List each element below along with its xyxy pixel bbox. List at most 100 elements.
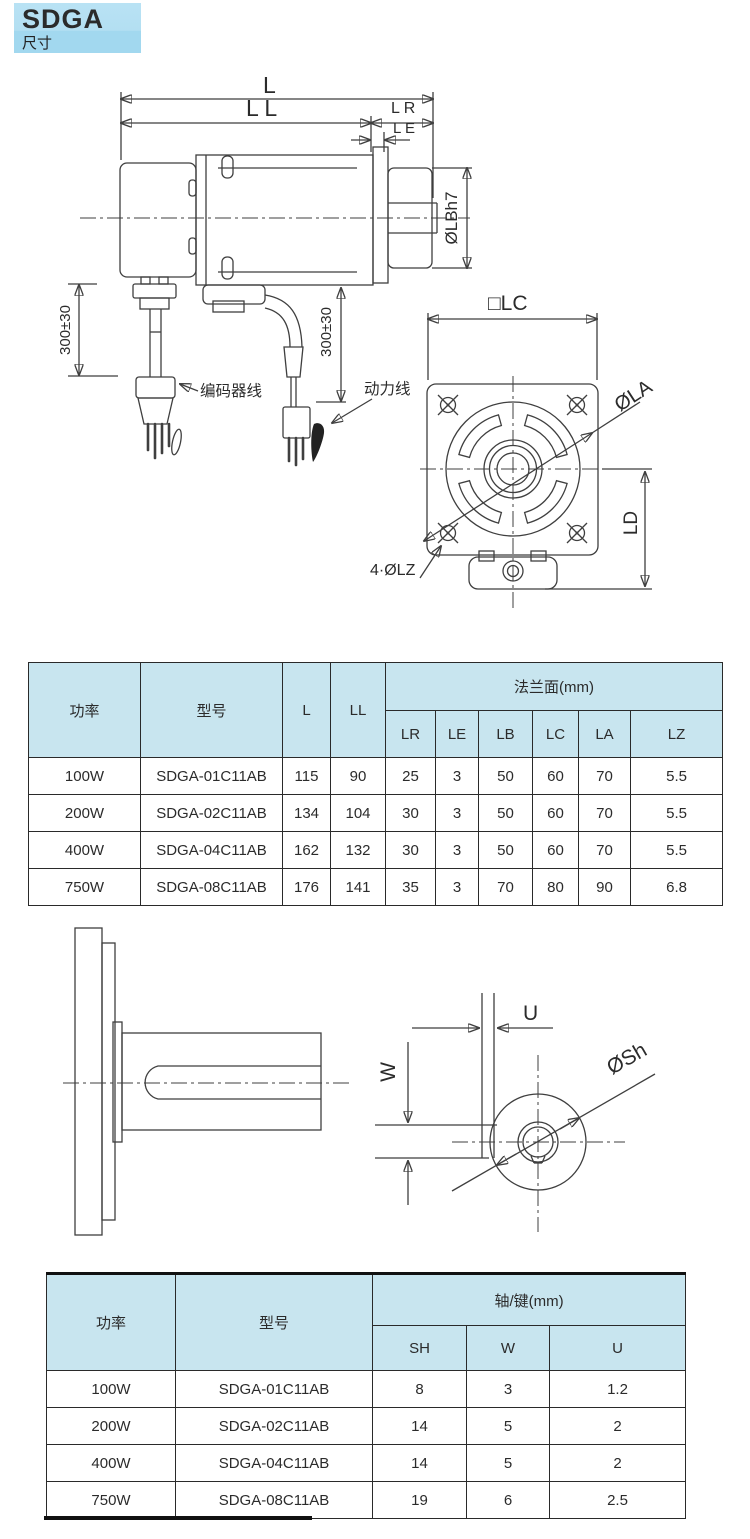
cell-power: 200W [46, 1407, 176, 1445]
page-subtitle: 尺寸 [22, 35, 53, 52]
cell-LR: 25 [385, 757, 436, 795]
dim-LB-label: ØLBh7 [442, 192, 461, 245]
cell-model: SDGA-02C11AB [140, 794, 283, 832]
dim-W-label: W [377, 1062, 400, 1082]
cell-model: SDGA-01C11AB [175, 1370, 373, 1408]
cell-U: 1.2 [548, 1370, 687, 1408]
t1-header-power: 功率 [28, 662, 141, 758]
t1-header-model: 型号 [140, 662, 283, 758]
t2-header-power: 功率 [46, 1273, 176, 1371]
cell-LR: 30 [385, 794, 436, 832]
cable-labels: 编码器线 动力线 [180, 380, 411, 423]
cell-LE: 3 [435, 868, 479, 906]
screw-mark-top-left [437, 394, 459, 416]
cell-SH: 19 [372, 1481, 467, 1519]
cable-length-left-label: 300±30 [57, 305, 74, 355]
t1-header-LL: LL [330, 662, 386, 758]
t1-header-LB: LB [478, 710, 533, 758]
cell-LB: 50 [478, 794, 533, 832]
cell-W: 3 [466, 1370, 550, 1408]
cell-model: SDGA-08C11AB [140, 868, 283, 906]
cell-LB: 50 [478, 831, 533, 869]
cell-LA: 70 [578, 757, 631, 795]
cell-LL: 104 [330, 794, 386, 832]
table-row: 750W SDGA-08C11AB 19 6 2.5 [46, 1481, 687, 1519]
dimension-cable-left: 300±30 [57, 283, 118, 377]
encoder-cable [132, 276, 182, 460]
page-title: SDGA [22, 4, 105, 34]
screw-mark-bottom-right [566, 522, 588, 544]
t2-header-shaft-group: 轴/键(mm) [371, 1273, 687, 1326]
cell-LZ: 5.5 [629, 794, 724, 832]
dim-LA-label: ØLA [611, 376, 657, 417]
cell-L: 176 [282, 868, 331, 906]
motor-side-view [80, 146, 470, 286]
cell-power: 100W [28, 757, 141, 795]
cell-power: 400W [46, 1444, 176, 1482]
dim-Sh-label: ØSh [603, 1038, 651, 1079]
cell-LC: 80 [532, 868, 579, 906]
dim-LL-label: L L [246, 95, 277, 121]
shaft-side-view [63, 927, 350, 1236]
t2-header-SH: SH [372, 1325, 467, 1371]
table-row: 750W SDGA-08C11AB 176 141 35 3 70 80 90 … [28, 868, 724, 906]
dim-L-label: L [263, 75, 276, 98]
cell-LR: 35 [385, 868, 436, 906]
t1-header-LZ: LZ [629, 710, 724, 758]
cell-L: 134 [282, 794, 331, 832]
cell-SH: 8 [372, 1370, 467, 1408]
cell-LA: 70 [578, 831, 631, 869]
encoder-cable-label: 编码器线 [200, 382, 262, 400]
power-cable [202, 284, 325, 467]
table-row: 400W SDGA-04C11AB 14 5 2 [46, 1444, 687, 1482]
shaft-key-drawing: U W ØSh [63, 927, 656, 1236]
cell-W: 6 [466, 1481, 550, 1519]
cell-LA: 90 [578, 868, 631, 906]
cell-LL: 132 [330, 831, 386, 869]
t2-header-model: 型号 [175, 1273, 373, 1371]
page-title-block: SDGA 尺寸 [14, 3, 141, 53]
cell-SH: 14 [372, 1444, 467, 1482]
shaft-end-view: U W ØSh [375, 993, 656, 1232]
cell-LE: 3 [435, 757, 479, 795]
table-row: 400W SDGA-04C11AB 162 132 30 3 50 60 70 … [28, 831, 724, 869]
cable-length-right-label: 300±30 [318, 307, 335, 357]
cell-LE: 3 [435, 831, 479, 869]
cell-power: 100W [46, 1370, 176, 1408]
dimension-LB: ØLBh7 [432, 168, 472, 268]
dimension-LE: L E [351, 120, 415, 152]
t2-header-U: U [548, 1325, 687, 1371]
cell-power: 750W [46, 1481, 176, 1519]
cell-L: 162 [282, 831, 331, 869]
cell-SH: 14 [372, 1407, 467, 1445]
cell-LZ: 5.5 [629, 757, 724, 795]
t1-header-flange-group: 法兰面(mm) [384, 662, 724, 711]
cell-L: 115 [282, 757, 331, 795]
dimension-L: L [121, 75, 433, 198]
page-bottom-rule [44, 1516, 312, 1520]
cell-LL: 141 [330, 868, 386, 906]
dim-LZ-label: 4·ØLZ [370, 562, 416, 579]
cell-model: SDGA-02C11AB [175, 1407, 373, 1445]
cell-power: 400W [28, 831, 141, 869]
dimension-LL: L L L R [121, 95, 433, 152]
cell-LR: 30 [385, 831, 436, 869]
dim-LD-label: LD [621, 511, 642, 535]
dim-LE-label: L E [393, 120, 415, 137]
flange-dimension-table: 功率 型号 L LL 法兰面(mm) LR LE LB LC LA LZ 100… [28, 662, 724, 906]
cell-W: 5 [466, 1444, 550, 1482]
cell-LA: 70 [578, 794, 631, 832]
t1-header-LE: LE [435, 710, 479, 758]
t1-header-LC: LC [532, 710, 579, 758]
cell-model: SDGA-04C11AB [175, 1444, 373, 1482]
cell-LC: 60 [532, 831, 579, 869]
table-row: 200W SDGA-02C11AB 134 104 30 3 50 60 70 … [28, 794, 724, 832]
table-row: 100W SDGA-01C11AB 115 90 25 3 50 60 70 5… [28, 757, 724, 795]
cell-LZ: 5.5 [629, 831, 724, 869]
cell-U: 2 [548, 1444, 687, 1482]
cell-U: 2.5 [548, 1481, 687, 1519]
cell-LL: 90 [330, 757, 386, 795]
t1-header-LR: LR [385, 710, 436, 758]
cell-LC: 60 [532, 757, 579, 795]
